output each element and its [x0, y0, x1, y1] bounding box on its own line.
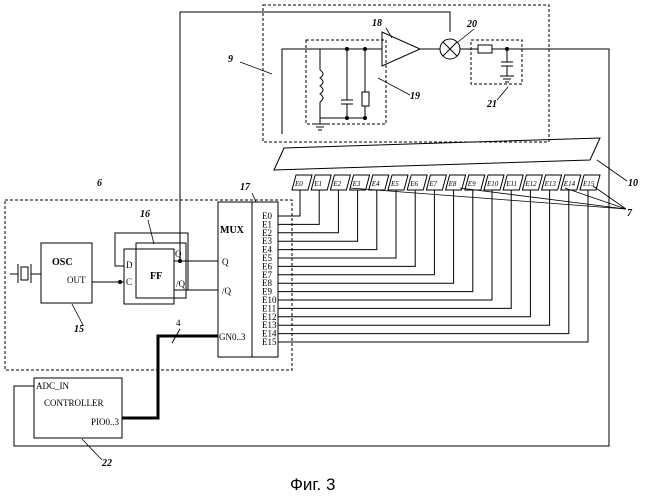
electrode-label: E4: [371, 180, 380, 188]
electrode-8: E8: [446, 175, 466, 190]
electrode-label: E9: [467, 180, 476, 188]
wire-14: [278, 190, 569, 334]
amplifier-18: [382, 32, 420, 66]
electrode-6: E6: [407, 175, 427, 190]
wire-4: [278, 190, 377, 250]
ref-7: 7: [627, 208, 633, 219]
mux-gn-label: GN0..3: [219, 332, 246, 342]
bar-10: [274, 138, 600, 170]
electrode-label: E6: [409, 180, 418, 188]
mux-input-labels: E0E1E2E3E4E5E6E7E8E9E10E11E12E13E14E15: [262, 211, 277, 347]
wire-6: [278, 190, 415, 266]
osc-block: [41, 243, 92, 303]
bus-width-label: 4: [176, 318, 181, 328]
electrode-1: E1: [311, 175, 331, 190]
ref-16: 16: [140, 209, 150, 220]
wire-0: [278, 190, 300, 216]
electrode-label: E15: [582, 180, 595, 188]
osc-out-label: OUT: [67, 275, 86, 285]
mux-qn-label: /Q: [222, 286, 232, 296]
electrode-9: E9: [465, 175, 485, 190]
electrode-label: E13: [544, 180, 557, 188]
wire-2: [278, 190, 338, 233]
electrode-label: E0: [294, 180, 303, 188]
electrode-4: E4: [369, 175, 389, 190]
electrode-3: E3: [350, 175, 370, 190]
ref-22: 22: [101, 458, 112, 469]
electrode-row: E0 E1 E2 E3 E4 E5 E6 E7 E8 E9 E10 E11 E12 E13 E14 E15: [292, 175, 600, 190]
electrode-2: E2: [330, 175, 350, 190]
mux-q-label: Q: [222, 257, 229, 267]
wire-1: [278, 190, 319, 224]
ref-10: 10: [628, 178, 638, 189]
electrode-13: E13: [542, 175, 562, 190]
ref-9: 9: [228, 54, 233, 65]
electrode-label: E10: [486, 180, 499, 188]
block-6-outline: [5, 200, 292, 370]
ref-19: 19: [410, 91, 420, 102]
ff-q-label: Q: [175, 249, 182, 259]
wire-12: [278, 190, 530, 317]
block-19-outline: [306, 40, 386, 124]
electrode-11: E11: [503, 175, 523, 190]
electrode-label: E8: [448, 180, 457, 188]
ref-15: 15: [74, 324, 84, 335]
osc-label: OSC: [52, 257, 73, 268]
electrode-12: E12: [522, 175, 542, 190]
ff-qn-label: /Q: [176, 279, 186, 289]
mux-electrode-wires: [278, 190, 588, 342]
ref-20: 20: [466, 19, 477, 30]
electrode-15: E15: [580, 175, 600, 190]
ff-c-label: C: [126, 277, 132, 287]
ref-21: 21: [486, 99, 497, 110]
ff-d-label: D: [126, 260, 133, 270]
ref-17: 17: [240, 182, 251, 193]
electrode-7: E7: [426, 175, 446, 190]
ref-18: 18: [372, 18, 382, 29]
mux-label: MUX: [220, 225, 245, 236]
electrode-10: E10: [484, 175, 504, 190]
electrode-label: E12: [524, 180, 537, 188]
ff-label: FF: [150, 271, 162, 282]
wire-8: [278, 190, 454, 283]
electrode-label: E11: [505, 180, 517, 188]
electrode-14: E14: [561, 175, 581, 190]
electrode-label: E5: [390, 180, 399, 188]
electrode-label: E1: [313, 180, 322, 188]
mux-input-label: E15: [262, 337, 277, 347]
electrode-label: E3: [352, 180, 361, 188]
ref-6: 6: [97, 178, 102, 189]
electrode-label: E2: [332, 180, 341, 188]
figure-caption: Фиг. 3: [290, 475, 335, 494]
electrode-label: E7: [428, 180, 437, 188]
controller-label: CONTROLLER: [44, 398, 104, 408]
controller-pio-label: PIO0..3: [91, 417, 120, 427]
electrode-label: E14: [563, 180, 576, 188]
block-21-outline: [471, 40, 522, 84]
controller-adc-label: ADC_IN: [36, 381, 69, 391]
electrode-0: E0: [292, 175, 312, 190]
electrode-5: E5: [388, 175, 408, 190]
